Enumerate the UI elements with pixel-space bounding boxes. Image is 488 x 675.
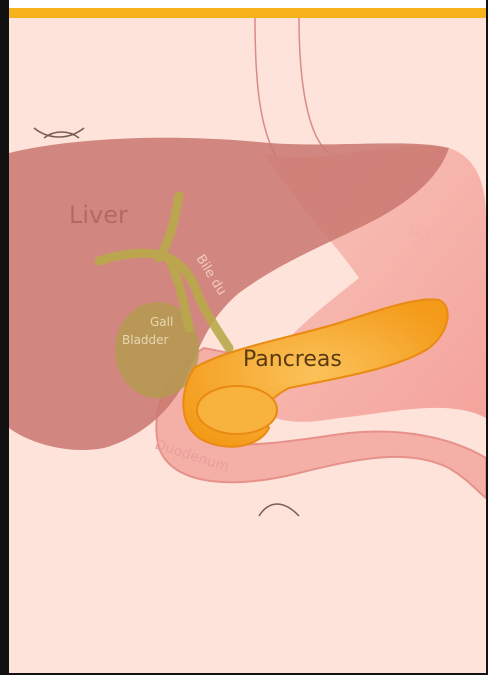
anatomy-illustration: Liver Stoma Bile du Gall Bladder Pancrea… [9,18,486,673]
gall-bladder-label-line1: Gall [150,315,173,329]
left-border [0,0,9,675]
pancreas-head [197,386,277,434]
accent-bar [9,8,488,18]
liver-label: Liver [69,201,128,229]
stomach-label: Stoma [409,221,486,249]
gall-bladder-label-line2: Bladder [122,333,169,347]
top-margin [0,0,488,8]
pancreas-label: Pancreas [243,347,342,372]
